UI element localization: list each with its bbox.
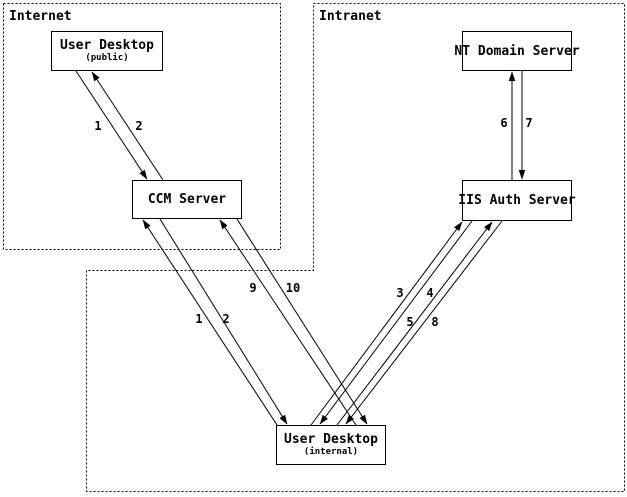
node-user-desktop-internal-subtitle: (internal) [303,447,359,457]
internet-zone-label: Internet [9,9,72,24]
arrow-label-9: 9 [249,281,257,295]
arrow-label-2-internal: 2 [222,312,230,326]
node-ccm-server: CCM Server [132,180,242,219]
arrow-label-5: 5 [406,315,414,329]
arrow-5-internal-desktop-to-iis [336,221,493,426]
arrow-label-4: 4 [426,286,434,300]
arrow-4-iis-to-internal-desktop [319,220,473,425]
arrow-1-public-desktop-to-ccm [75,70,148,180]
arrow-label-1-internal: 1 [195,312,203,326]
arrow-label-3: 3 [396,286,404,300]
arrow-1-internal-desktop-to-ccm [142,219,278,426]
arrow-2-ccm-to-internal-desktop [159,218,288,425]
node-iis-auth-server: IIS Auth Server [458,180,576,221]
arrow-label-1-public: 1 [94,119,102,133]
node-user-desktop-public: User Desktop (public) [51,31,163,71]
intranet-zone-label: Intranet [319,9,382,24]
arrow-label-10: 10 [285,281,301,295]
intranet-zone-outline [86,3,625,492]
arrow-label-8: 8 [431,315,439,329]
node-user-desktop-public-title: User Desktop [60,38,154,53]
arrow-2-ccm-to-public-desktop [91,71,164,181]
node-user-desktop-internal-title: User Desktop [284,432,378,447]
node-user-desktop-internal: User Desktop (internal) [276,425,386,465]
arrow-8-iis-to-internal-desktop [345,220,503,425]
arrow-9-internal-desktop-to-ccm [219,219,357,426]
arrow-label-6: 6 [500,116,508,130]
internet-zone-outline [3,3,281,250]
arrow-3-internal-desktop-to-iis [310,221,463,426]
node-nt-domain-server-title: NT Domain Server [454,43,580,59]
node-user-desktop-public-subtitle: (public) [85,53,129,63]
arrow-label-2-public: 2 [135,119,143,133]
arrow-label-7: 7 [525,116,533,130]
node-nt-domain-server: NT Domain Server [454,31,580,71]
node-iis-auth-server-title: IIS Auth Server [458,193,576,208]
node-ccm-server-title: CCM Server [147,192,227,207]
